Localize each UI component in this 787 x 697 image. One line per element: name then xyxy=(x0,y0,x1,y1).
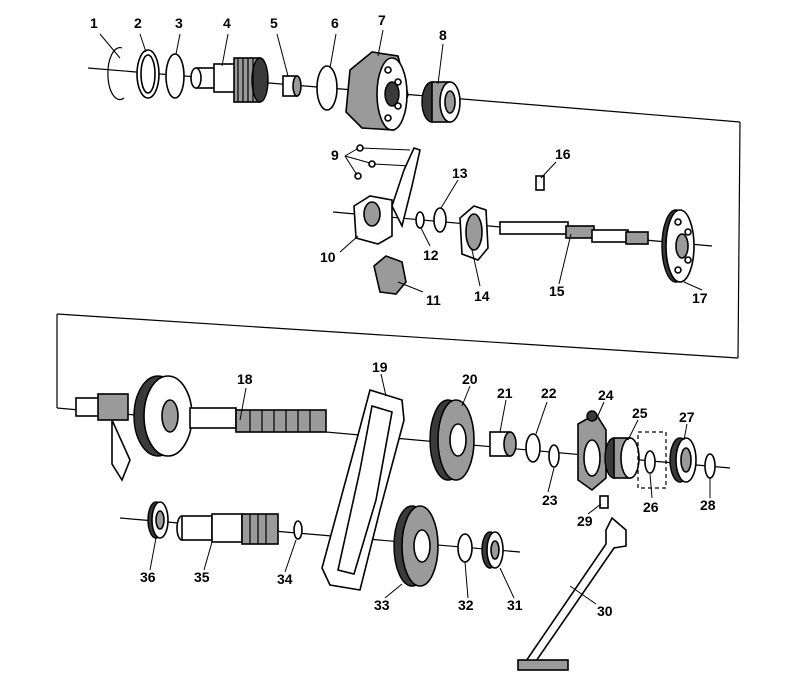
callout-28: 28 xyxy=(700,497,716,513)
callout-14: 14 xyxy=(474,288,490,304)
callout-25: 25 xyxy=(632,405,648,421)
callout-18: 18 xyxy=(237,371,253,387)
callout-16: 16 xyxy=(555,146,571,162)
part-18-output-shaft xyxy=(75,375,327,482)
part-17-sprocket xyxy=(661,209,695,283)
part-10-shift-fork xyxy=(353,147,421,245)
callout-6: 6 xyxy=(331,15,339,31)
callout-21: 21 xyxy=(497,385,513,401)
part-25-bearing xyxy=(604,437,640,479)
callout-12: 12 xyxy=(423,247,439,263)
part-31-seal xyxy=(481,531,504,569)
part-20-drive-sprocket xyxy=(429,399,475,481)
part-22-washer xyxy=(525,433,541,463)
part-13-washer xyxy=(433,207,447,233)
part-28-snap-ring xyxy=(704,453,716,479)
callout-36: 36 xyxy=(140,569,156,585)
callout-26: 26 xyxy=(643,499,659,515)
part-33-driven-sprocket xyxy=(393,505,439,587)
part-29-lever-clip xyxy=(599,495,609,509)
callout-7: 7 xyxy=(378,12,386,28)
callout-27: 27 xyxy=(679,409,695,425)
leader-lines xyxy=(99,29,711,605)
callout-9: 9 xyxy=(331,147,339,163)
part-7-planetary-carrier xyxy=(345,51,409,131)
callout-30: 30 xyxy=(597,603,613,619)
callout-34: 34 xyxy=(277,571,293,587)
part-16-pin xyxy=(535,175,545,191)
part-15-mainshaft xyxy=(499,221,649,245)
callout-3: 3 xyxy=(175,15,183,31)
callout-labels: 1 2 3 4 5 6 7 8 9 10 11 12 13 14 15 16 1… xyxy=(90,12,716,619)
callout-10: 10 xyxy=(320,249,336,265)
part-4-sprocket-hub xyxy=(190,57,269,103)
part-9-pins xyxy=(354,144,411,180)
part-30-shift-rod xyxy=(517,516,627,671)
callout-2: 2 xyxy=(134,15,142,31)
part-27-seal xyxy=(669,437,697,483)
part-5-bearing xyxy=(282,75,302,97)
part-11-fork-pad xyxy=(373,255,407,295)
callout-33: 33 xyxy=(374,597,390,613)
callout-11: 11 xyxy=(426,292,441,308)
callout-13: 13 xyxy=(452,165,468,181)
callout-35: 35 xyxy=(194,569,210,585)
callout-31: 31 xyxy=(507,597,523,613)
part-1-snap-ring xyxy=(107,46,125,101)
part-36-seal xyxy=(147,501,169,539)
callout-1: 1 xyxy=(90,15,98,31)
callout-32: 32 xyxy=(458,597,474,613)
callout-20: 20 xyxy=(462,371,478,387)
part-34-clip xyxy=(293,520,303,540)
part-21-bearing xyxy=(489,431,517,457)
part-6-ring xyxy=(316,65,338,111)
callout-4: 4 xyxy=(223,15,231,31)
callout-29: 29 xyxy=(577,513,593,529)
part-19-chain xyxy=(321,388,405,591)
part-24-pump-gear xyxy=(577,410,607,492)
callout-24: 24 xyxy=(598,387,614,403)
callout-15: 15 xyxy=(549,283,565,299)
part-26-ring-group xyxy=(637,431,667,489)
part-35-front-output-shaft xyxy=(176,513,279,545)
part-23-ring xyxy=(548,444,560,468)
part-32-washer xyxy=(457,533,473,563)
callout-19: 19 xyxy=(372,359,388,375)
part-3-ring xyxy=(165,53,185,99)
callout-5: 5 xyxy=(270,15,278,31)
part-8-bearing xyxy=(421,81,461,123)
part-2-ring xyxy=(136,49,160,99)
callout-8: 8 xyxy=(439,27,447,43)
part-12-clip xyxy=(415,211,425,229)
part-14-oil-pump xyxy=(459,205,489,261)
callout-23: 23 xyxy=(542,492,558,508)
callout-22: 22 xyxy=(541,385,557,401)
callout-17: 17 xyxy=(692,290,708,306)
